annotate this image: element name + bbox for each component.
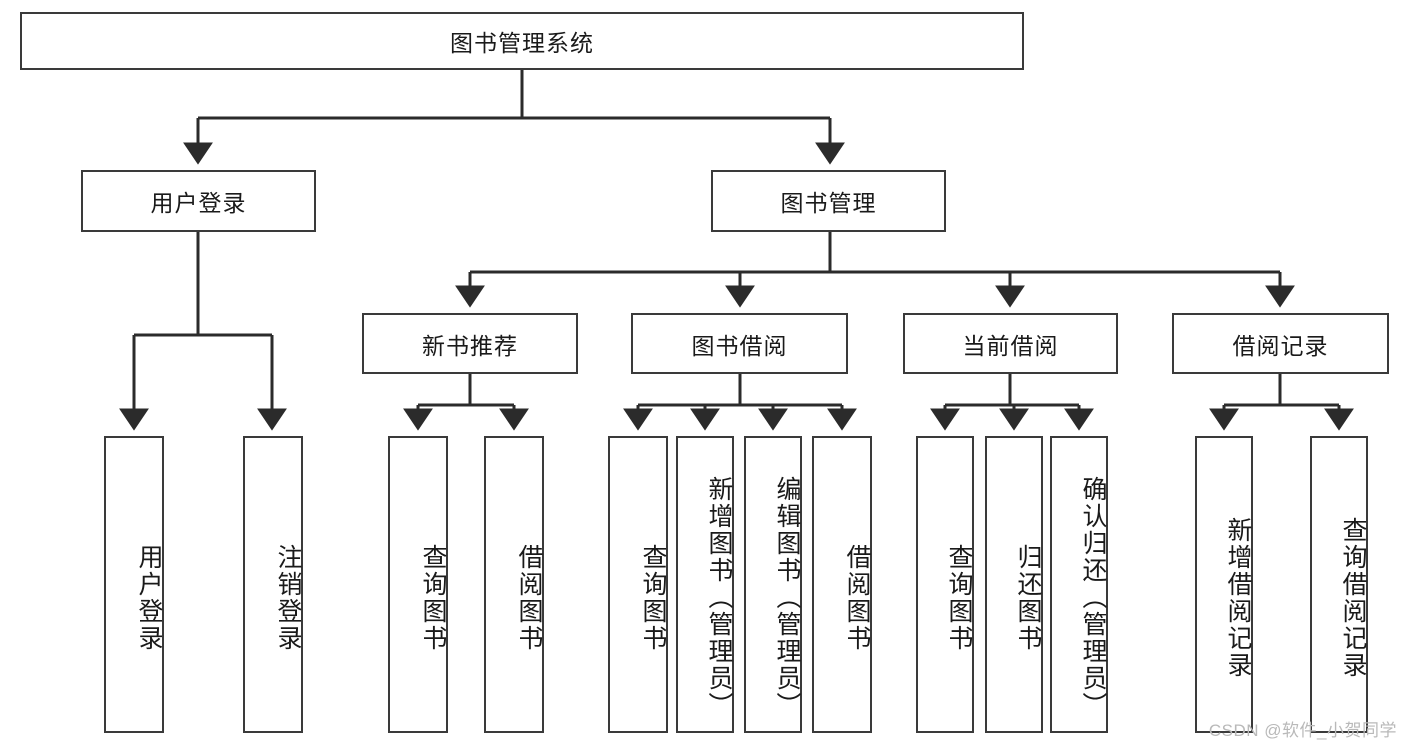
leaf-label: 编辑图书（管理员） [773,476,801,719]
node-book-borrow[interactable]: 图书借阅 [631,313,848,374]
node-current-borrow-label: 当前借阅 [962,332,1059,359]
leaf-label: 借阅图书 [843,543,871,652]
node-borrow-record[interactable]: 借阅记录 [1172,313,1389,374]
leaf-borrow-record-add[interactable]: 新增借阅记录 [1195,436,1253,733]
leaf-label: 查询图书 [639,543,667,652]
leaf-current-borrow-query[interactable]: 查询图书 [916,436,974,733]
leaf-label: 查询图书 [945,543,973,652]
node-book-management[interactable]: 图书管理 [711,170,946,232]
leaf-current-borrow-confirm-return[interactable]: 确认归还（管理员） [1050,436,1108,733]
node-book-management-label: 图书管理 [780,190,877,216]
leaf-label: 新增图书（管理员） [705,476,733,719]
node-new-book-recommend-label: 新书推荐 [422,332,518,359]
leaf-label: 用户登录 [135,543,163,652]
node-borrow-record-label: 借阅记录 [1232,332,1329,359]
node-root[interactable]: 图书管理系统 [20,12,1024,70]
leaf-book-borrow-add[interactable]: 新增图书（管理员） [676,436,734,733]
node-new-book-recommend[interactable]: 新书推荐 [362,313,578,374]
leaf-label: 归还图书 [1014,543,1042,652]
leaf-book-borrow-edit[interactable]: 编辑图书（管理员） [744,436,802,733]
node-user-login[interactable]: 用户登录 [81,170,316,232]
leaf-new-book-query[interactable]: 查询图书 [388,436,448,733]
leaf-borrow-record-query[interactable]: 查询借阅记录 [1310,436,1368,733]
node-book-borrow-label: 图书借阅 [691,332,788,359]
leaf-label: 借阅图书 [515,543,543,652]
leaf-label: 新增借阅记录 [1224,516,1252,679]
leaf-book-borrow-borrow[interactable]: 借阅图书 [812,436,872,733]
node-current-borrow[interactable]: 当前借阅 [903,313,1118,374]
watermark: CSDN @软件_小贺同学 [1208,721,1397,740]
leaf-label: 确认归还（管理员） [1079,476,1107,719]
leaf-label: 注销登录 [274,543,302,652]
node-root-label: 图书管理系统 [450,30,594,56]
leaf-user-login-login[interactable]: 用户登录 [104,436,164,733]
node-user-login-label: 用户登录 [150,190,247,216]
leaf-new-book-borrow[interactable]: 借阅图书 [484,436,544,733]
leaf-user-login-logout[interactable]: 注销登录 [243,436,303,733]
leaf-label: 查询借阅记录 [1339,516,1367,679]
leaf-label: 查询图书 [419,543,447,652]
leaf-book-borrow-query[interactable]: 查询图书 [608,436,668,733]
leaf-current-borrow-return[interactable]: 归还图书 [985,436,1043,733]
